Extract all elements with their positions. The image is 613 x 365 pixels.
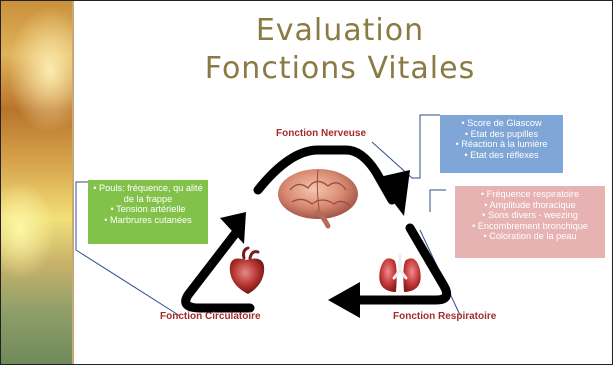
title-line-1: Evaluation <box>255 13 425 48</box>
nerveuse-item: • Réaction à la lumière <box>455 139 548 150</box>
box-nerveuse-details: • Score de Glascow • Etat des pupilles •… <box>440 115 563 173</box>
circulatoire-item: • Marbrures cutanées <box>104 214 192 225</box>
heart-icon <box>229 246 265 294</box>
slide-title: Evaluation Fonctions Vitales <box>160 12 520 88</box>
nerveuse-item: • Score de Glascow <box>461 118 542 128</box>
label-fonction-respiratoire: Fonction Respiratoire <box>393 311 497 322</box>
nerveuse-item: • Etat des pupilles <box>464 128 539 139</box>
label-fonction-nerveuse: Fonction Nerveuse <box>276 128 367 139</box>
arrow-left <box>181 225 255 313</box>
decorative-side-image <box>0 0 74 365</box>
nerveuse-item: • Etat des réflexes <box>464 149 539 160</box>
respiratoire-item: • Encombrement bronchique <box>471 220 589 231</box>
arrow-top-head <box>375 170 410 216</box>
box-circulatoire-details: • Pouls: fréquence, qu alité de la frapp… <box>88 180 208 244</box>
cycle-arrows <box>181 145 452 318</box>
arrow-bottom-head <box>328 282 360 318</box>
connector-circulatoire <box>75 181 181 317</box>
brain-icon <box>278 169 358 229</box>
arrow-left-head <box>220 212 246 244</box>
connector-nerveuse <box>371 114 440 179</box>
title-line-2: Fonctions Vitales <box>204 51 476 86</box>
circulatoire-item: • Tension artérielle <box>110 204 186 215</box>
respiratoire-item: • Amplitude thoracique <box>484 199 576 210</box>
arrow-bottom <box>355 223 452 305</box>
respiratoire-item: • Coloration de la peau <box>483 231 577 242</box>
respiratoire-item: • Sons divers - weezing <box>482 210 578 221</box>
lungs-icon <box>379 254 421 292</box>
respiratoire-item: • Fréquence respiratoire <box>480 189 580 199</box>
box-respiratoire-details: • Fréquence respiratoire • Amplitude tho… <box>455 186 605 258</box>
circulatoire-item: • Pouls: fréquence, qu alité de la frapp… <box>93 183 203 204</box>
connector-respiratoire <box>429 189 446 212</box>
arrow-top <box>253 145 397 205</box>
label-fonction-circulatoire: Fonction Circulatoire <box>160 311 261 322</box>
